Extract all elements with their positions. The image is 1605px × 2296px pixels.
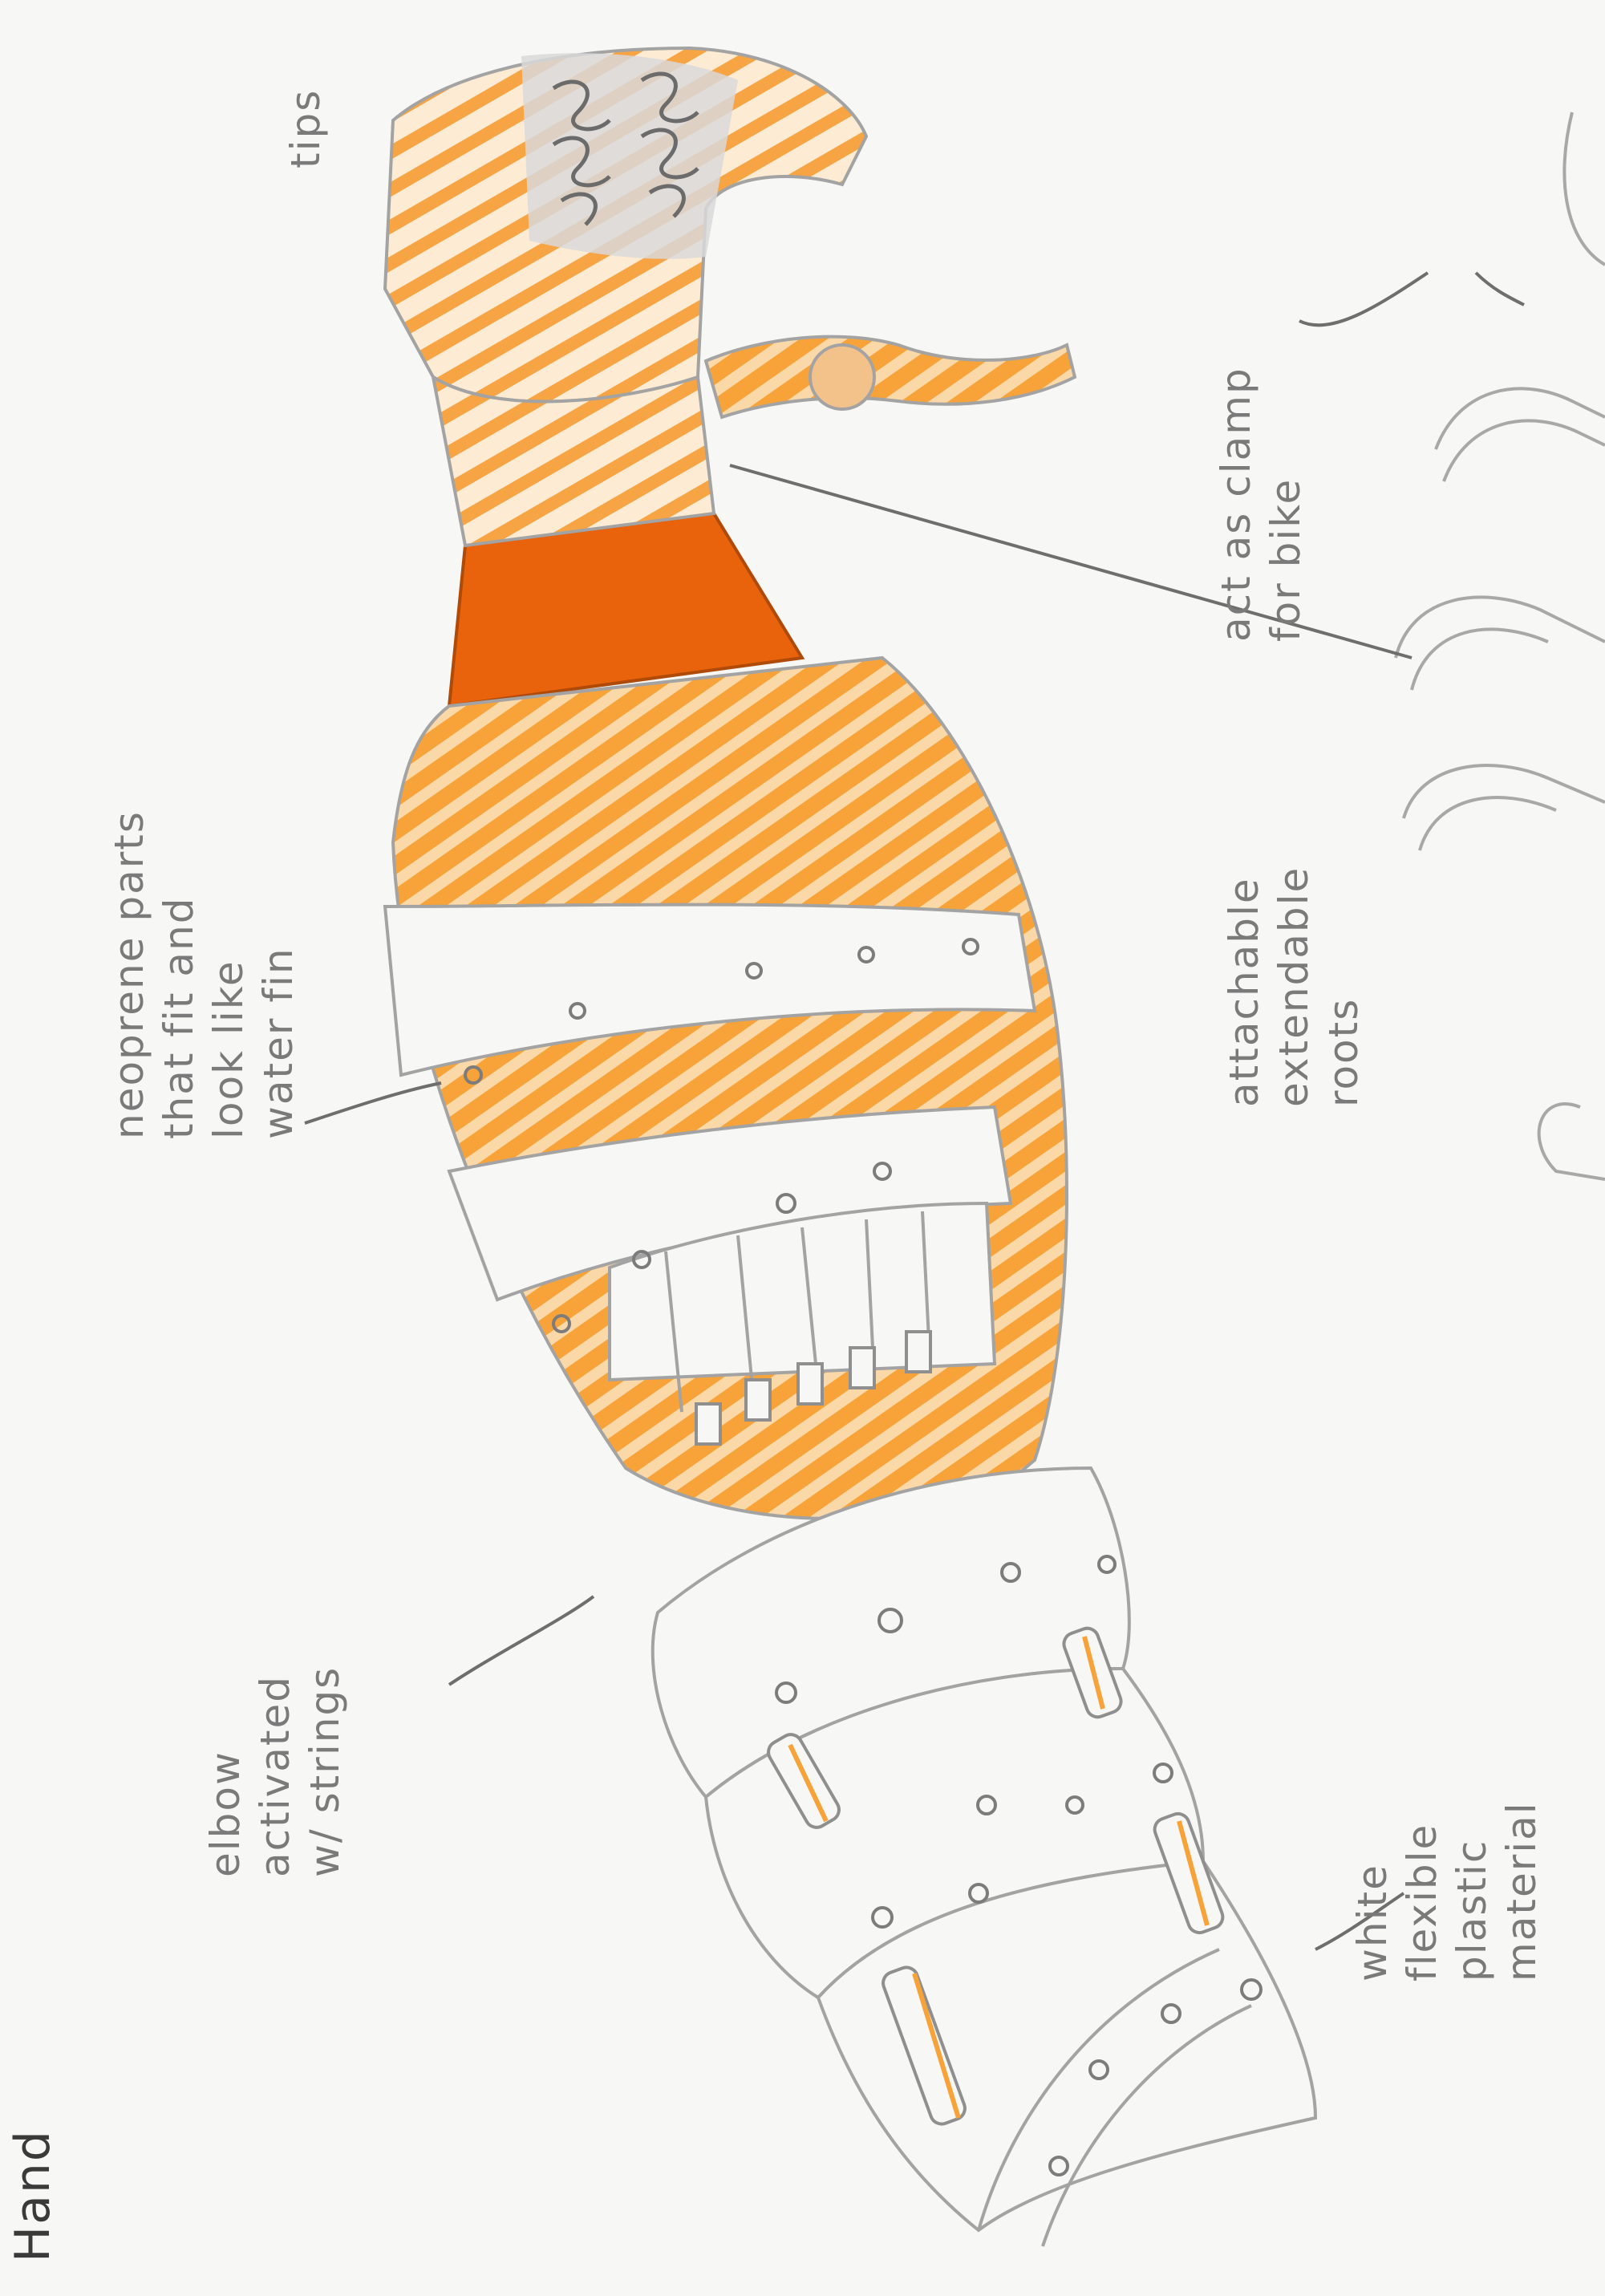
palm-section: [433, 377, 714, 546]
clamp-joint: [810, 345, 874, 409]
tips-grip-area: [521, 53, 738, 258]
